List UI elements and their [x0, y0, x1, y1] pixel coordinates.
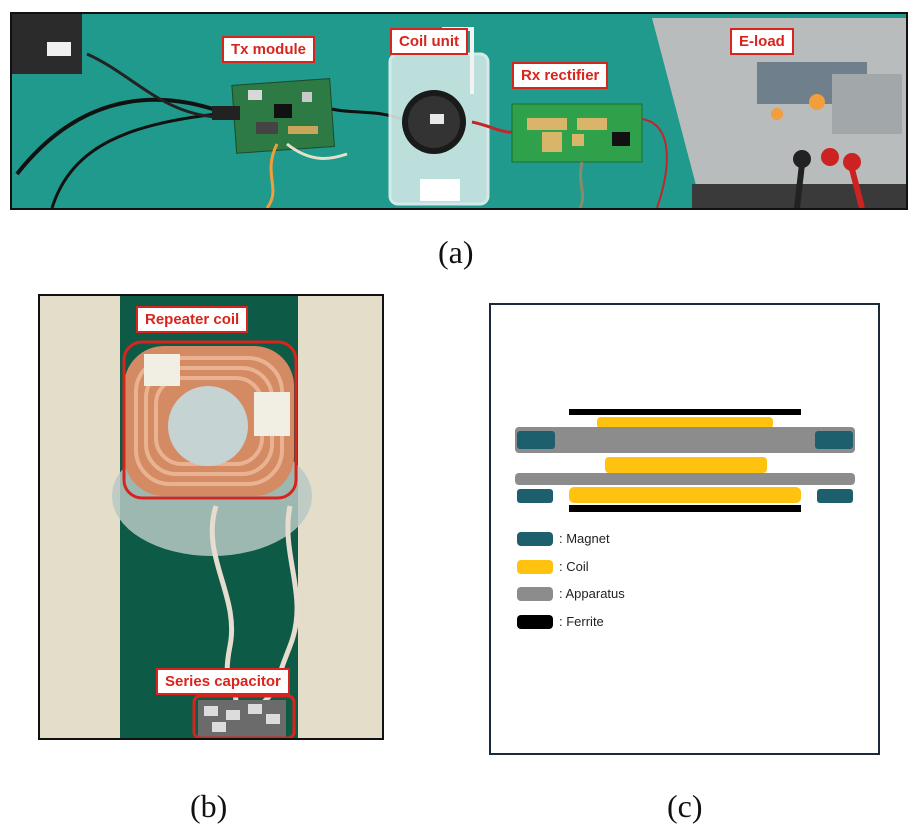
apparatus-lower [515, 473, 855, 485]
legend-apparatus: : Apparatus [517, 586, 625, 601]
series-capacitor-label: Series capacitor [156, 668, 290, 695]
coil-swatch [517, 559, 553, 574]
legend-coil-text: : Coil [559, 559, 589, 574]
tx-module-label: Tx module [222, 36, 316, 63]
legend-coil: : Coil [517, 559, 589, 574]
coil-unit [388, 27, 490, 206]
series-capacitor-block [198, 700, 286, 738]
magnet-lower-right [817, 489, 853, 503]
e-load-label: E-load [730, 28, 794, 55]
repeater-coil [124, 346, 294, 496]
legend-magnet-text: : Magnet [559, 531, 610, 546]
magnet-upper-right [815, 431, 853, 449]
magnet-lower-left [517, 489, 553, 503]
magnet-upper-left [517, 431, 555, 449]
apparatus-upper [515, 427, 855, 453]
coil-middle [605, 457, 767, 473]
tx-module-board [212, 78, 335, 154]
repeater-coil-label: Repeater coil [136, 306, 249, 333]
ferrite-top [569, 409, 801, 415]
repeater-photo [40, 296, 382, 738]
coil-bottom [569, 487, 801, 503]
e-load-instrument [652, 18, 906, 208]
legend-ferrite-text: : Ferrite [559, 614, 604, 629]
panel-a-photo: Tx module Coil unit Rx rectifier E-load [10, 12, 908, 210]
coil-top [597, 417, 773, 429]
layer-stack-diagram [515, 409, 855, 512]
legend-magnet: : Magnet [517, 531, 610, 546]
caption-a: (a) [438, 234, 474, 270]
ferrite-swatch [517, 614, 553, 629]
legend-apparatus-text: : Apparatus [559, 586, 625, 601]
rx-rectifier-board [511, 103, 643, 163]
caption-c: (c) [667, 788, 703, 824]
legend-ferrite: : Ferrite [517, 614, 604, 629]
panel-b-photo: Repeater coil Series capacitor [38, 294, 384, 740]
panel-c-diagram: : Magnet : Coil : Apparatus : Ferrite [489, 303, 880, 755]
apparatus-swatch [517, 586, 553, 601]
ferrite-bottom [569, 505, 801, 512]
magnet-swatch [517, 531, 553, 546]
rx-rectifier-label: Rx rectifier [512, 62, 609, 89]
caption-b: (b) [190, 788, 228, 824]
coil-unit-label: Coil unit [390, 28, 468, 55]
